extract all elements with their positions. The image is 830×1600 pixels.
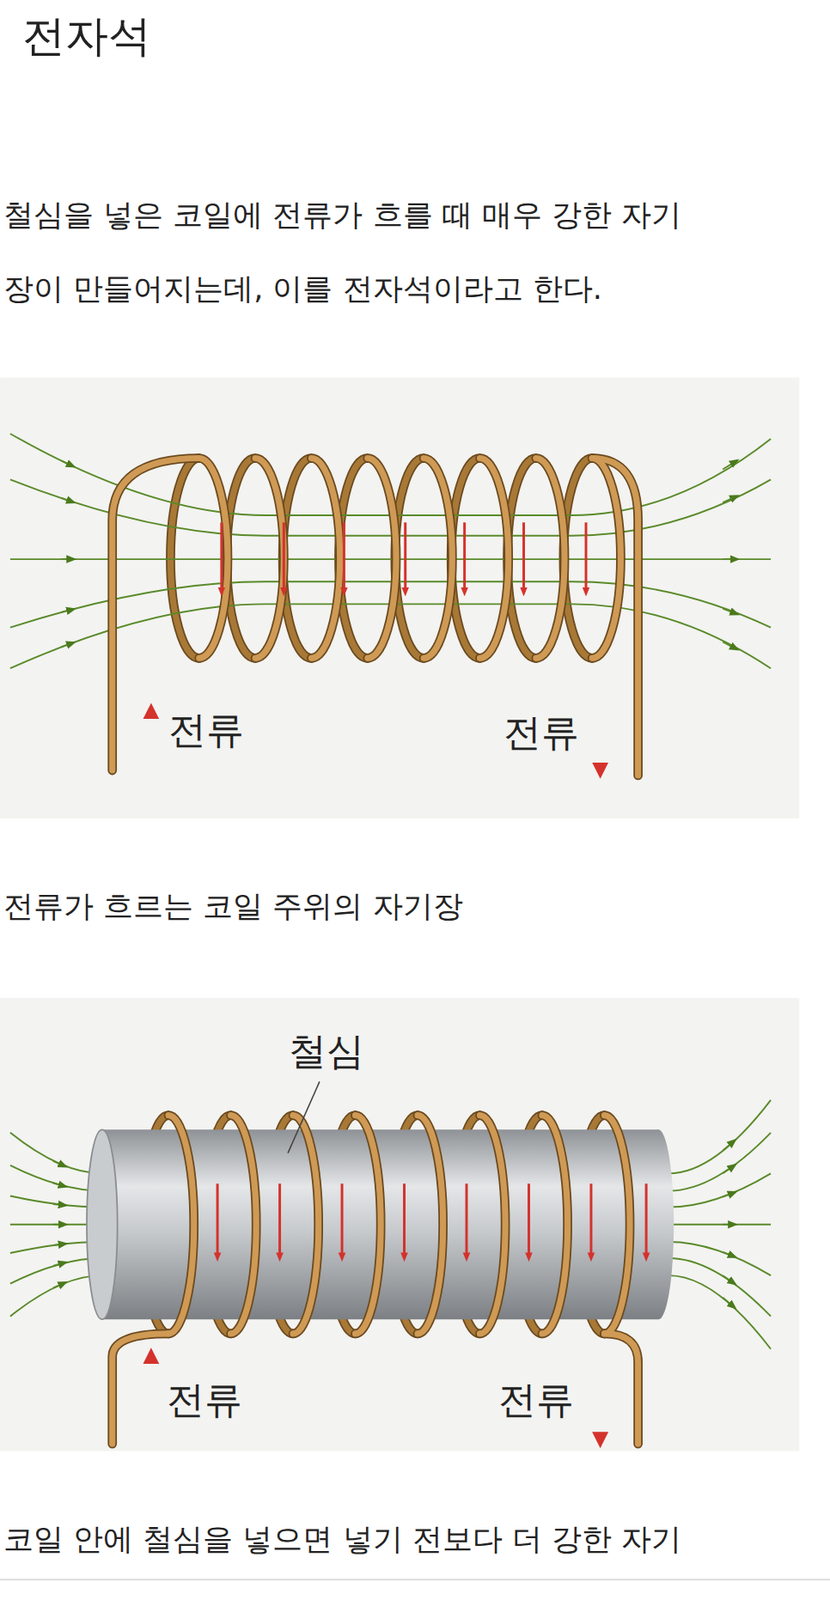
- current-direction-arrows: [217, 1183, 647, 1258]
- figure-caption: 전류가 흐르는 코일 주위의 자기장: [3, 888, 464, 925]
- leader-line: [287, 1081, 320, 1154]
- figure-panel: [0, 998, 800, 1453]
- coil-front: [112, 1116, 639, 1446]
- current-direction-arrows: [221, 522, 586, 592]
- current-arrow: [151, 682, 601, 769]
- figure-caption: 코일 안에 철심을 넣으면 넣기 전보다 더 강한 자기: [3, 1521, 682, 1558]
- coil-front: [112, 457, 639, 776]
- current-label: 전류: [503, 710, 580, 757]
- body-text: 장이 만들어지는데, 이를 전자석이라고 한다.: [3, 270, 603, 307]
- magnetic-field-lines: [10, 433, 771, 669]
- body-text: 철심을 넣은 코일에 전류가 흐를 때 매우 강한 자기: [3, 196, 682, 233]
- magnetic-field-lines: [10, 1100, 771, 1350]
- page-title: 전자석: [22, 10, 152, 62]
- page-rule: [0, 1580, 830, 1581]
- coil-back: [170, 457, 592, 659]
- current-label: 전류: [166, 1378, 243, 1424]
- current-label: 전류: [498, 1378, 574, 1424]
- current-label: 전류: [168, 707, 245, 754]
- figure-panel: [0, 378, 800, 819]
- current-arrow: [151, 1349, 601, 1441]
- part-label: 철심: [288, 1029, 365, 1075]
